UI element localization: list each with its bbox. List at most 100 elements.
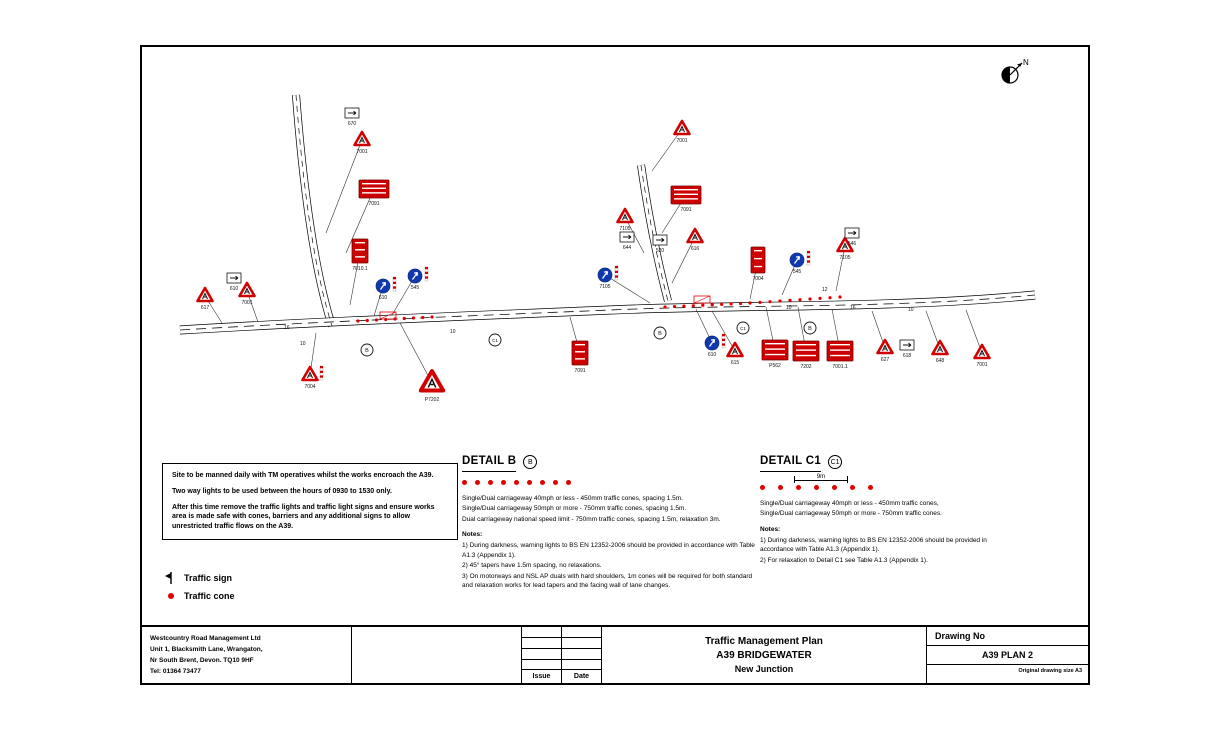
detail-cone-dot <box>527 480 532 486</box>
traffic-cone-dot <box>838 295 842 299</box>
original-size-note: Original drawing size A3 <box>1018 668 1082 674</box>
traffic-cone-dot <box>778 299 782 303</box>
sign-triangle: 7001 <box>673 119 691 144</box>
detail-cone-dot <box>796 485 801 491</box>
traffic-cone-dot <box>421 315 425 320</box>
sign-triangle: P7202 <box>418 369 446 403</box>
sign-code: 644 <box>623 245 632 251</box>
striped-post-icon <box>806 250 811 266</box>
north-arrow-icon: N <box>1001 58 1029 84</box>
detail-cone-dot <box>850 485 855 491</box>
traffic-cone-dot <box>720 302 724 306</box>
detail-b-line-1: Single/Dual carriageway 40mph or less - … <box>462 494 683 502</box>
detail-c1-note-2: 2) For relaxation to Detail C1 see Table… <box>760 556 928 564</box>
traffic-cone-dot <box>356 319 360 323</box>
traffic-cone-dot <box>411 316 416 320</box>
sign-code: 617 <box>201 305 210 311</box>
svg-text:B: B <box>365 348 369 354</box>
traffic-cone-dot <box>808 297 812 301</box>
sign-triangle: 7001 <box>973 343 991 368</box>
sign-board: P562 <box>761 339 789 369</box>
site-notes-box: Site to be manned daily with TM operativ… <box>162 463 458 540</box>
road-badge: B <box>653 326 667 340</box>
works-area <box>379 311 397 320</box>
sign-board: 7091 <box>358 179 390 207</box>
issue-column: Issue <box>522 627 562 683</box>
sign-board: 7091 <box>670 185 702 213</box>
sign-code: 7091 <box>368 201 379 207</box>
sign-triangle: 615 <box>726 341 744 366</box>
traffic-cone-dot <box>729 302 733 306</box>
detail-c1-title: DETAIL C1 <box>760 453 822 472</box>
title-block-empty-cell <box>352 627 522 683</box>
detail-cone-dot <box>540 480 545 486</box>
detail-cone-dot <box>553 480 558 486</box>
detail-cone-dot <box>462 480 467 486</box>
detail-b-note-1: 1) During darkness, warning lights to BS… <box>462 542 755 559</box>
sign-triangle: 7004 <box>301 365 324 390</box>
sign-code: 7001 <box>356 149 367 155</box>
detail-b-line-3: Dual carriageway national speed limit - … <box>462 515 721 523</box>
sign-blue: 7105 <box>597 265 619 290</box>
sign-code: 7001 <box>976 362 987 368</box>
sign-triangle: 648 <box>931 339 949 364</box>
company-line-2: Unit 1, Blacksmith Lane, Wrangaton, <box>150 646 263 654</box>
sign-rect-arrow: 670 <box>344 107 360 127</box>
company-details: Westcountry Road Management Ltd Unit 1, … <box>142 627 352 683</box>
detail-c1-dimension-label: 9m <box>816 473 826 480</box>
striped-post-icon <box>614 265 619 281</box>
traffic-cone-dot <box>691 304 695 308</box>
company-line-4: Tel: 01364 73477 <box>150 668 201 676</box>
striped-post-icon <box>319 365 324 381</box>
sign-code: 615 <box>731 360 740 366</box>
traffic-cone-dot <box>828 296 832 300</box>
sign-blue: 545 <box>789 250 811 275</box>
detail-b-note-2: 2) 45° tapers have 1.5m spacing, no rela… <box>462 562 602 570</box>
detail-b-line-2: Single/Dual carriageway 50mph or more - … <box>462 505 687 513</box>
detail-c1-note-1: 1) During darkness, warning lights to BS… <box>760 536 987 554</box>
detail-cone-dot <box>475 480 480 486</box>
sign-code: 545 <box>411 285 420 291</box>
distance-label: 12 <box>822 287 828 293</box>
sign-code: 616 <box>691 246 700 252</box>
sign-rect-arrow: 520 <box>652 234 668 254</box>
striped-post-icon <box>721 333 726 349</box>
detail-cone-dot <box>566 480 571 486</box>
leader-line <box>325 139 363 234</box>
traffic-cone-dot <box>818 296 822 300</box>
drawing-title-line-3: New Junction <box>734 664 794 674</box>
traffic-cone-dot <box>738 301 743 306</box>
company-line-1: Westcountry Road Management Ltd <box>150 635 261 642</box>
detail-c1-line-1: Single/Dual carriageway 40mph or less - … <box>760 499 939 507</box>
leader-line <box>399 322 433 384</box>
detail-b-notes-title: Notes: <box>462 530 483 538</box>
traffic-cone-dot <box>402 316 406 321</box>
sign-code: 7004 <box>752 276 763 282</box>
detail-c1-dimension: 9m <box>794 473 848 483</box>
svg-text:C1: C1 <box>740 326 746 331</box>
branch-road-centre <box>637 164 672 302</box>
traffic-cone-dot <box>748 301 752 305</box>
traffic-cone-dot <box>682 304 686 308</box>
legend: Traffic sign Traffic cone <box>158 569 235 605</box>
sign-code: 520 <box>656 248 665 254</box>
distance-label: 16 <box>850 305 856 311</box>
leader-line <box>345 188 375 254</box>
date-label: Date <box>562 669 601 683</box>
detail-cone-dot <box>778 485 783 491</box>
leader-line <box>711 310 736 352</box>
traffic-cone-dot <box>798 298 802 302</box>
sign-code: 7001.1 <box>832 364 848 370</box>
distance-label: 10 <box>786 305 792 311</box>
sign-code: 618 <box>903 353 912 359</box>
sign-code: 7091 <box>574 368 585 374</box>
sign-code: 7001 <box>676 138 687 144</box>
sign-board: 7001.1 <box>826 340 854 370</box>
traffic-cone-dot <box>384 317 388 322</box>
sign-code: P562 <box>769 363 781 369</box>
traffic-cone-dot <box>365 318 369 323</box>
sign-board: 7004 <box>750 246 766 282</box>
road-badge: B <box>360 343 374 357</box>
plan-svg: 670700170917010.161054561061770017004P72… <box>179 94 1036 403</box>
